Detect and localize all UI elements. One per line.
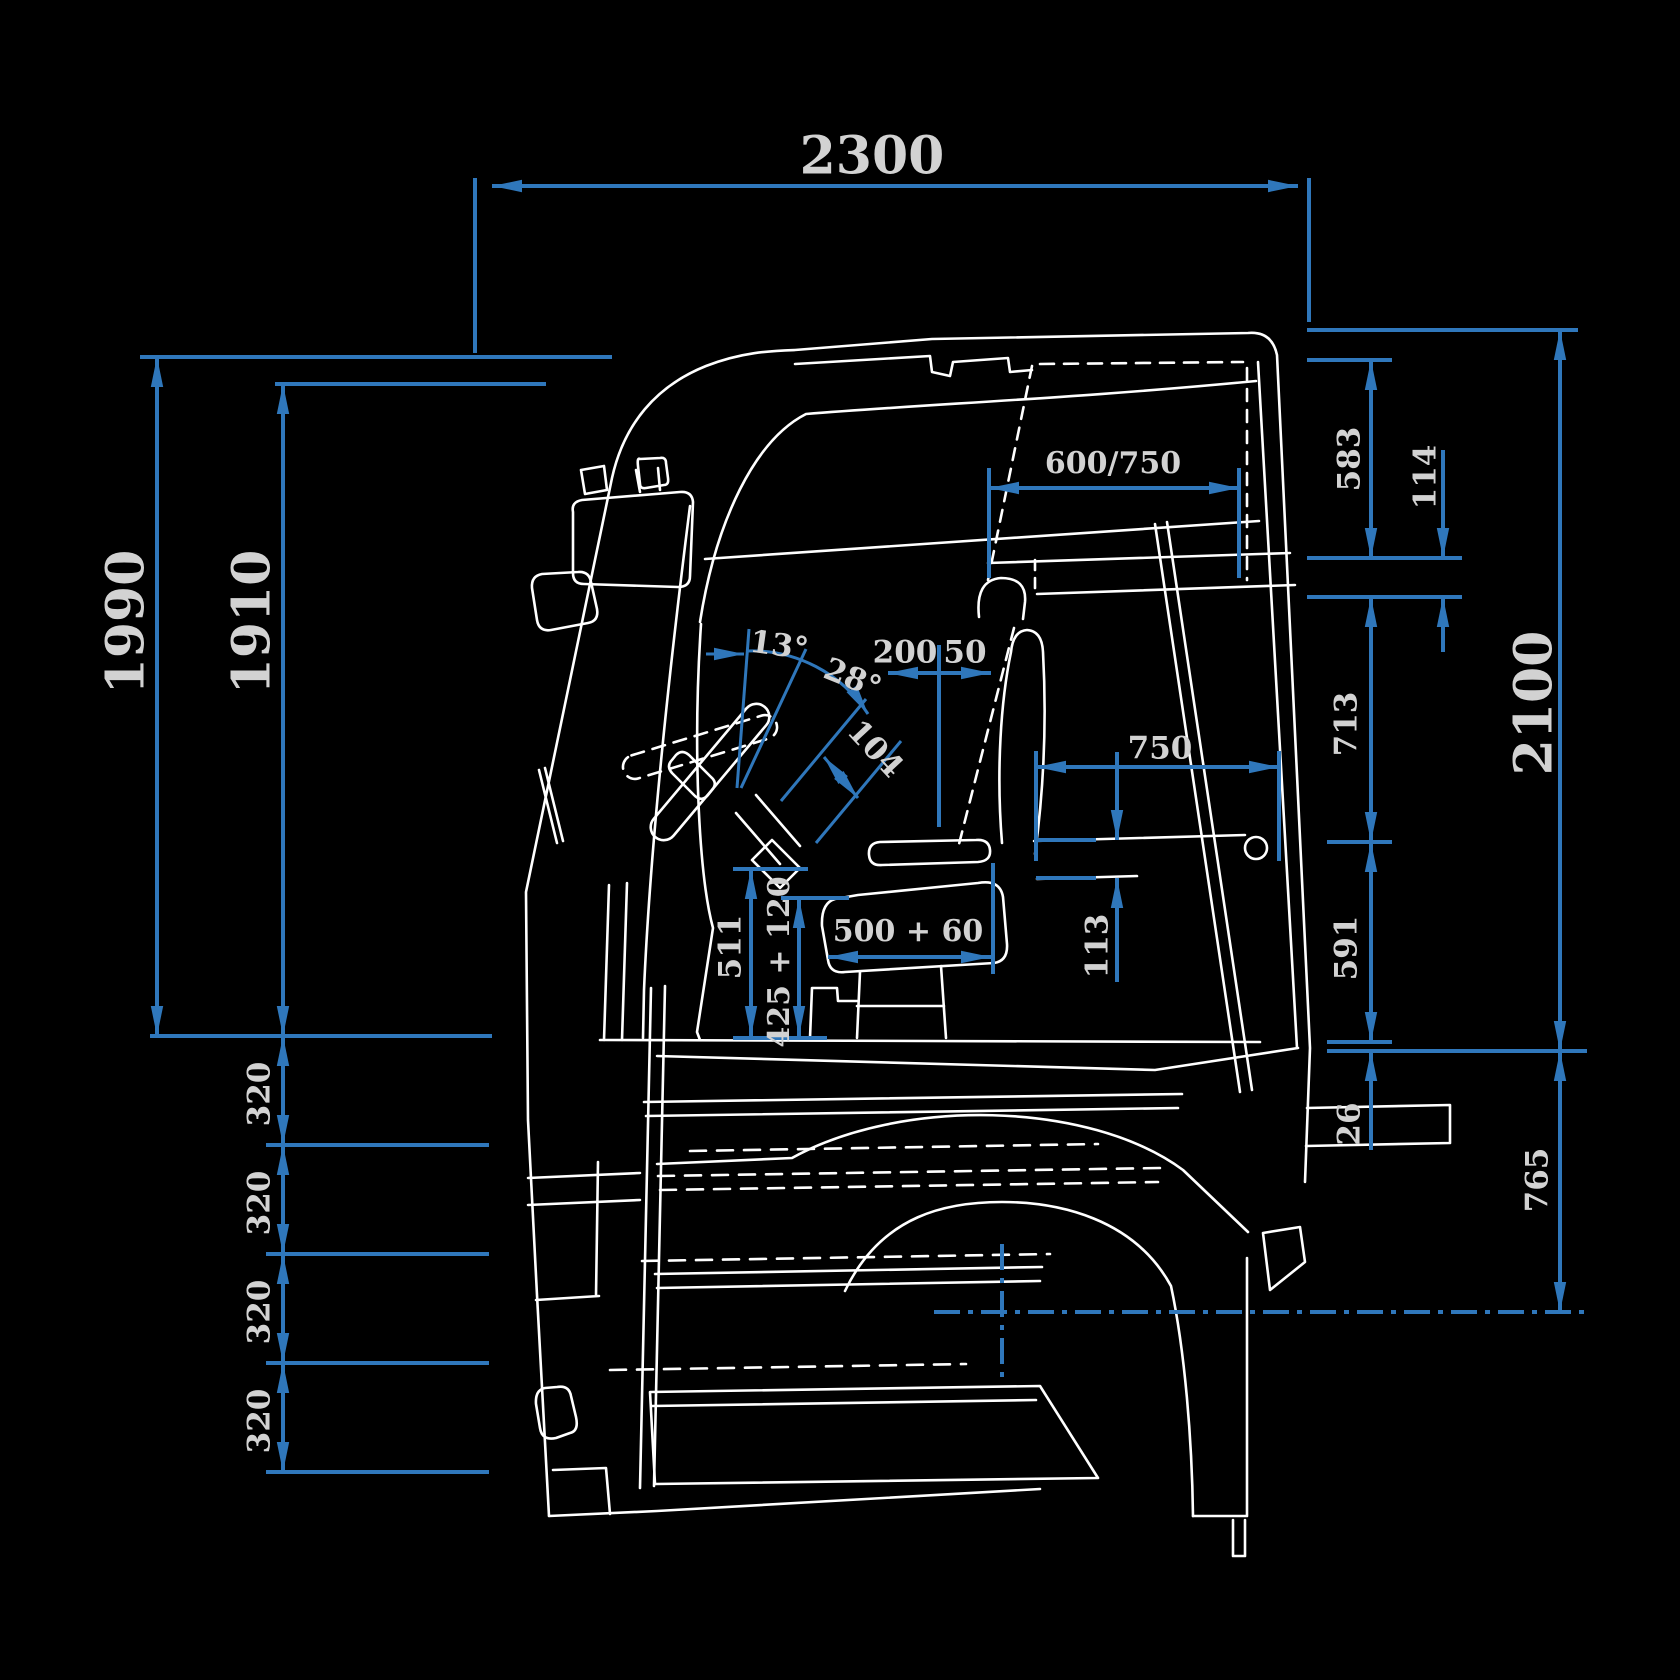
steering-wheel-alt-dashed [621, 713, 779, 781]
dim-label-2100: 2100 [1504, 631, 1565, 776]
step-row2-dash [656, 1166, 1162, 1192]
mirror-lower [530, 570, 599, 632]
wheel-arch [843, 1200, 1195, 1518]
rear-window-dash-left [986, 364, 1034, 582]
cab-floor [598, 1038, 1262, 1044]
chassis-rails [1304, 1103, 1452, 1148]
front-seam-2 [620, 881, 629, 1042]
dim-label-320-4: 320 [242, 1389, 278, 1454]
dim-label-50: 50 [943, 635, 986, 671]
dim-label-583: 583 [1332, 427, 1368, 492]
cab-silhouette [524, 331, 1312, 1518]
dimension-labels: 2300 1990 1910 320 320 320 320 600/750 1… [96, 126, 1565, 1454]
door-bottom [642, 1092, 1184, 1118]
window-sill-2 [986, 551, 1292, 565]
dim-label-320-1: 320 [242, 1062, 278, 1127]
grille-lines [526, 1171, 642, 1207]
door-handle [1243, 835, 1269, 861]
wiper [537, 766, 565, 845]
headlight [534, 1385, 579, 1440]
dim-label-1910: 1910 [222, 550, 283, 695]
dim-label-114: 114 [1408, 445, 1444, 510]
dim-label-425-120: 425 + 120 [762, 876, 797, 1047]
mirror-housing [571, 490, 695, 589]
seat-backrest [998, 628, 1046, 856]
door-front-edge [638, 984, 667, 1490]
dim-label-113: 113 [1080, 914, 1116, 979]
roof-seam [793, 354, 1034, 378]
roof-seam-dashed [1038, 360, 1245, 366]
mudflap-stub [1231, 1518, 1247, 1558]
bunk-top [1035, 583, 1297, 596]
step-row3-solid [653, 1265, 1044, 1290]
deflector-pad [636, 456, 670, 490]
dim-104-line-b [814, 740, 903, 844]
seat-armrest [867, 838, 992, 867]
dash-pod [667, 750, 717, 801]
dim-label-591: 591 [1329, 916, 1365, 981]
steering-column [734, 793, 802, 866]
angle-arc-28 [746, 649, 870, 715]
window-sill [703, 519, 1261, 561]
seat-base [855, 964, 948, 1040]
front-corner [534, 1160, 601, 1302]
windscreen-inner [695, 622, 715, 1042]
grab-handle [977, 576, 1027, 621]
step-row4-dash [608, 1362, 968, 1372]
steering-column-base [750, 838, 802, 890]
bumper-flap [551, 1466, 612, 1516]
dim-label-320-3: 320 [242, 1280, 278, 1345]
rear-wall-inner [1256, 360, 1299, 1050]
dim-label-500-60: 500 + 60 [833, 914, 983, 949]
mudflap [1191, 1256, 1249, 1518]
fender-top [655, 1113, 1250, 1234]
step-row3-dash [640, 1252, 1052, 1263]
dim-label-104: 104 [840, 713, 910, 785]
dim-label-200: 200 [873, 635, 938, 671]
dim-label-750: 750 [1128, 731, 1193, 767]
dim-label-713: 713 [1329, 692, 1365, 757]
seat-belt-dash [956, 626, 1016, 850]
cab-outline [524, 331, 1452, 1558]
chassis-bracket [1261, 1225, 1307, 1292]
marker-light [579, 464, 609, 496]
seat-platform [808, 986, 859, 1040]
dim-label-1990: 1990 [96, 550, 157, 695]
dim-104-arrow [822, 756, 860, 799]
dim-label-13deg: 13° [748, 624, 811, 668]
front-seam-1 [602, 883, 611, 1042]
roof-inner-line [698, 379, 1258, 624]
door-rear-edge [1153, 520, 1254, 1094]
dim-label-511: 511 [713, 915, 749, 980]
dim-label-600-750: 600/750 [1045, 446, 1181, 481]
dim-label-2300: 2300 [800, 126, 945, 187]
dimension-lines [140, 178, 1588, 1474]
dim-label-320-2: 320 [242, 1171, 278, 1236]
dim-label-765: 765 [1520, 1148, 1556, 1213]
steering-wheel [649, 702, 771, 842]
dim-label-26: 26 [1332, 1102, 1368, 1145]
step-row1-dash [688, 1142, 1100, 1153]
dim-104-line-a [779, 698, 868, 802]
step-box [648, 1384, 1100, 1486]
angle-line-13 [735, 628, 751, 789]
angle-line-28 [739, 648, 808, 789]
bumper-bottom [547, 1487, 1042, 1518]
floor-underside [655, 1046, 1300, 1072]
